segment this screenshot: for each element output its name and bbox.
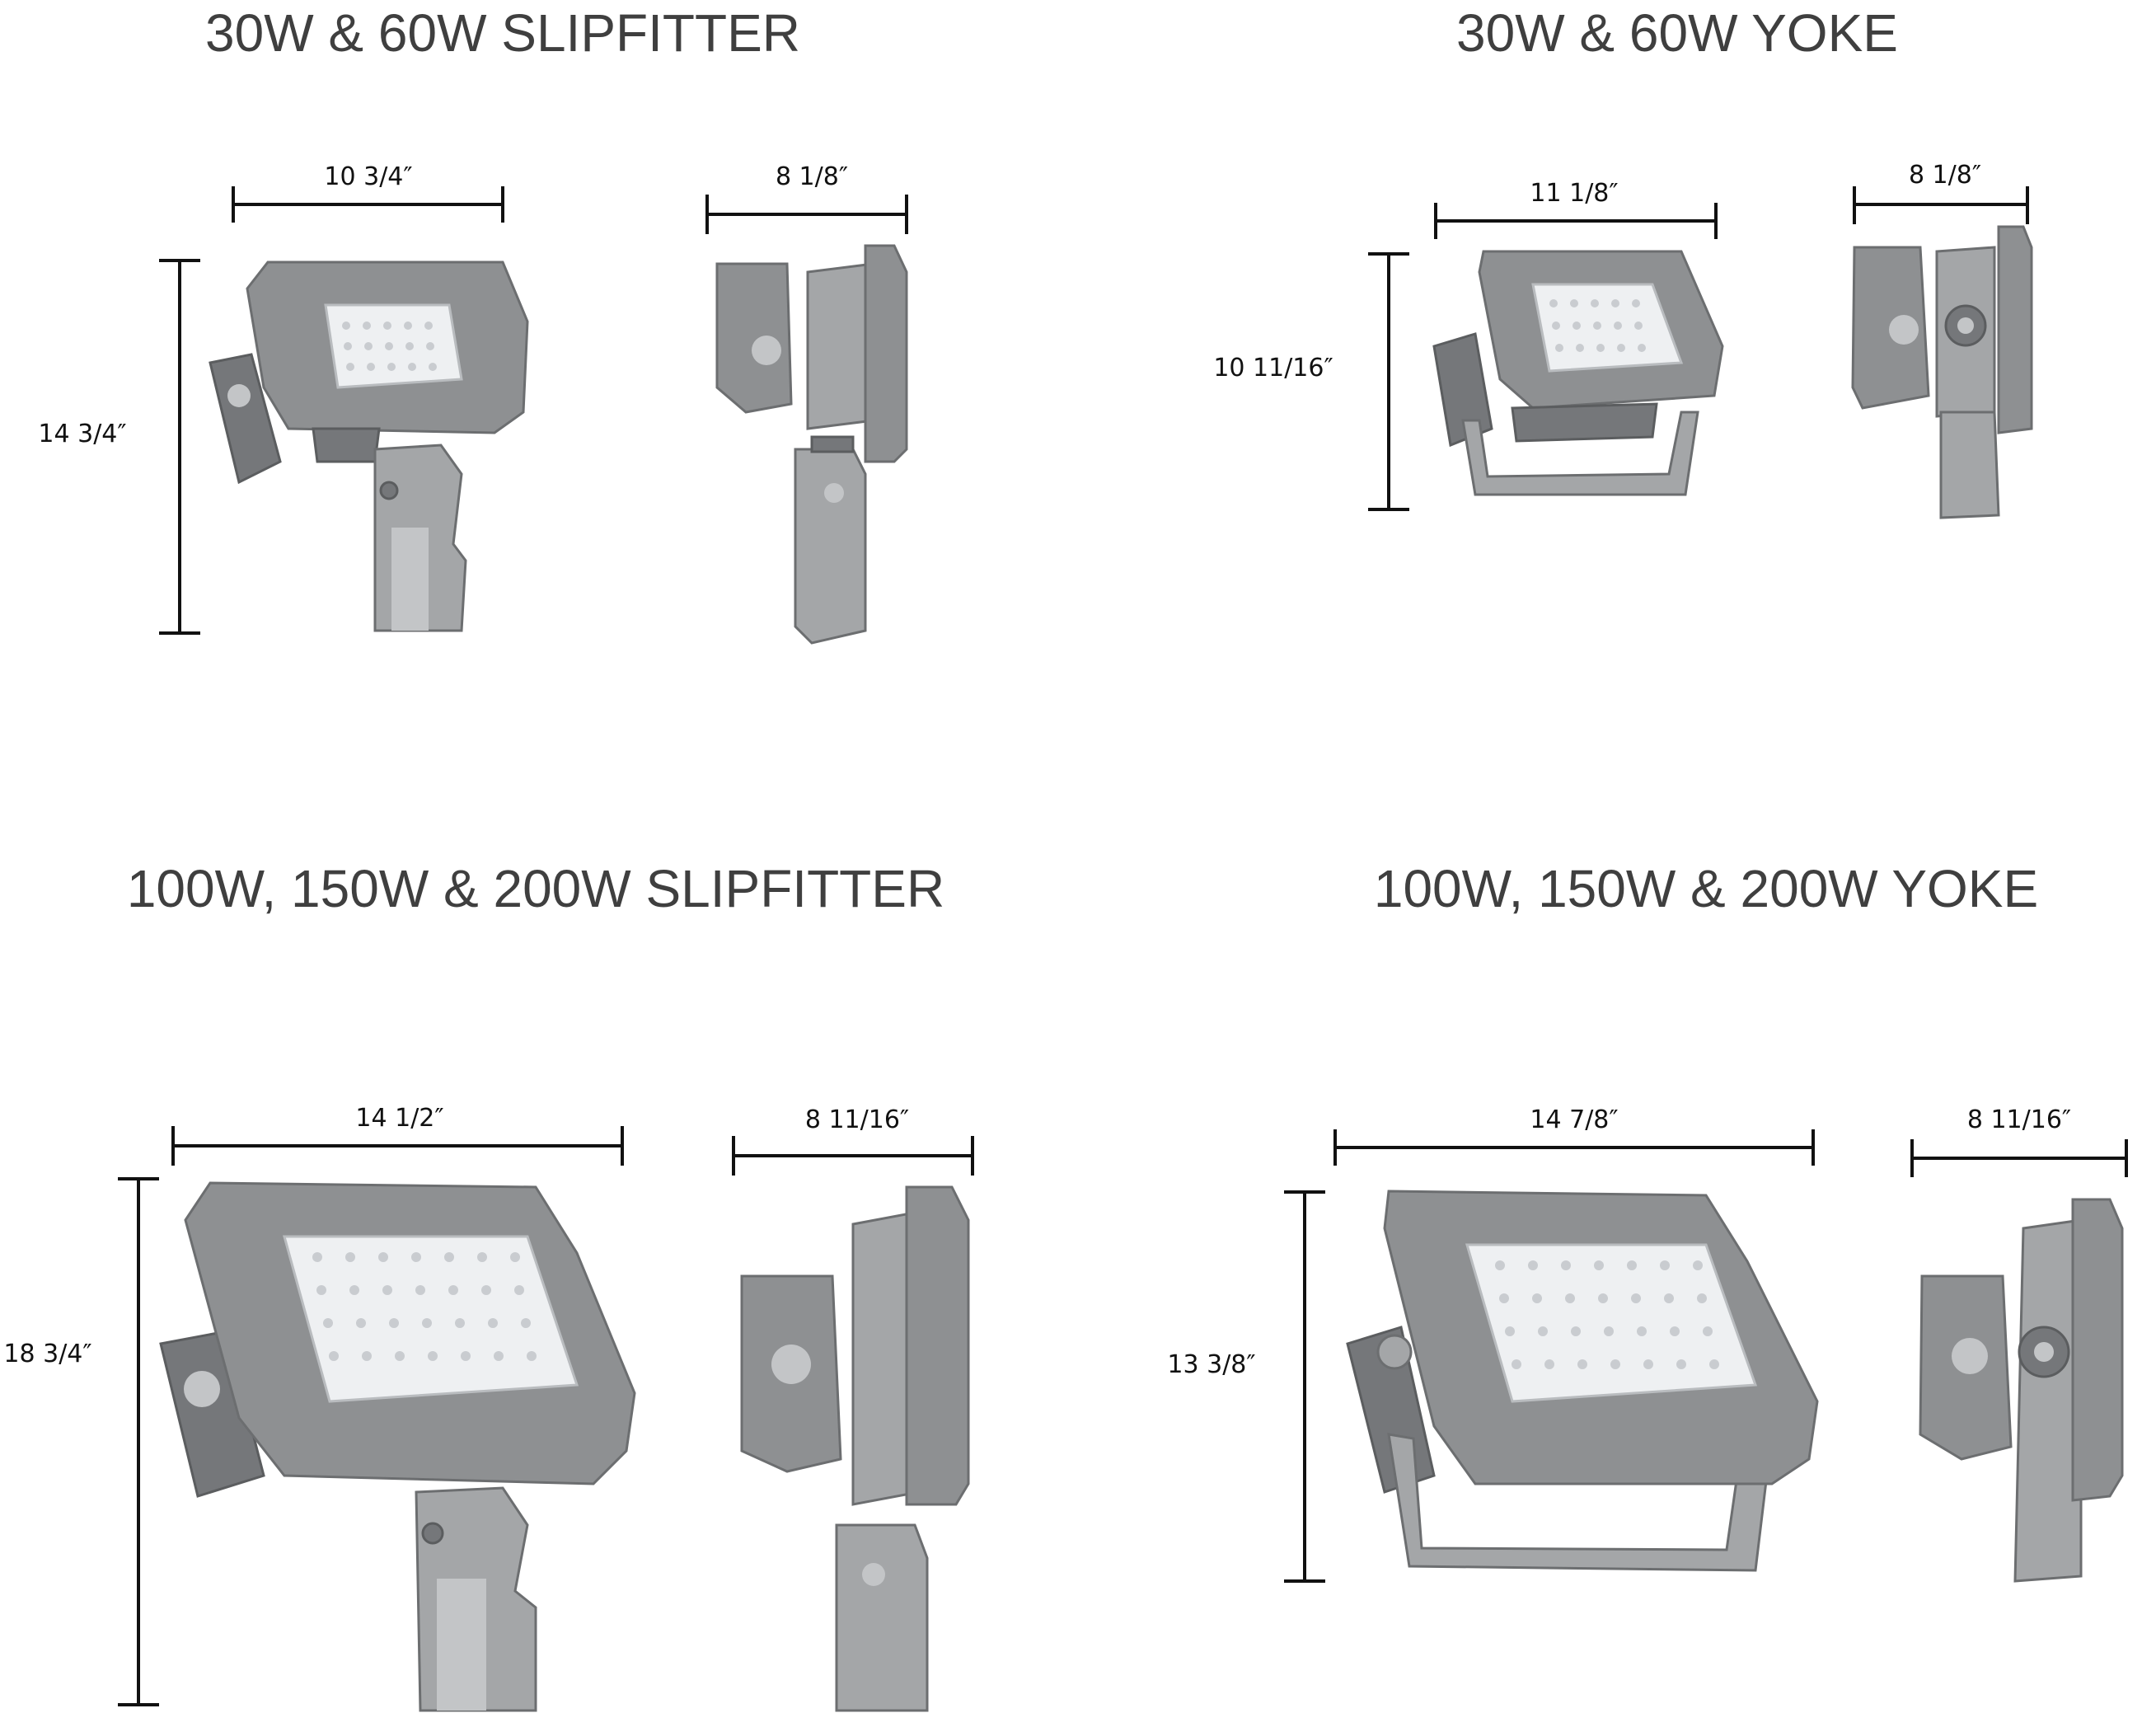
section-title: 30W & 60W YOKE — [1456, 3, 1898, 63]
front-width-label: 14 7/8″ — [1530, 1105, 1618, 1134]
dimension-height: 10 11/16″ — [1213, 252, 1409, 511]
front-width-label: 11 1/8″ — [1530, 179, 1618, 208]
dimension-front-width: 14 7/8″ — [1333, 1105, 1815, 1166]
section-30w-60w-slipfitter: 30W & 60W SLIPFITTER 10 3/4″ 14 3/4″ 8 1… — [38, 3, 908, 645]
section-title: 100W, 150W & 200W SLIPFITTER — [127, 859, 944, 918]
side-depth-label: 8 1/8″ — [776, 162, 848, 191]
height-label: 13 3/8″ — [1167, 1350, 1255, 1379]
dimension-side-depth: 8 11/16″ — [1910, 1105, 2128, 1177]
side-depth-label: 8 11/16″ — [1967, 1105, 2071, 1134]
fixture-side-view — [1851, 225, 2033, 519]
section-100w-150w-200w-slipfitter: 100W, 150W & 200W SLIPFITTER 14 1/2″ 18 … — [3, 859, 974, 1712]
section-30w-60w-yoke: 30W & 60W YOKE 11 1/8″ 10 11/16″ 8 1/8″ — [1213, 3, 2033, 519]
fixture-side-view — [740, 1185, 970, 1712]
height-label: 10 11/16″ — [1213, 354, 1333, 382]
side-depth-label: 8 11/16″ — [805, 1105, 909, 1134]
dimension-front-width: 14 1/2″ — [171, 1104, 624, 1166]
dimension-height: 18 3/4″ — [3, 1177, 159, 1706]
fixture-side-view — [715, 244, 908, 645]
side-depth-label: 8 1/8″ — [1909, 161, 1981, 190]
dimension-height: 13 3/8″ — [1167, 1190, 1325, 1583]
front-width-label: 14 1/2″ — [355, 1104, 443, 1133]
fixture-front-view — [159, 1181, 636, 1712]
fixture-side-view — [1919, 1198, 2124, 1583]
section-title: 100W, 150W & 200W YOKE — [1374, 859, 2038, 918]
front-width-label: 10 3/4″ — [324, 162, 412, 191]
fixture-front-view — [1432, 250, 1724, 496]
height-label: 14 3/4″ — [38, 420, 126, 448]
fixture-front-view — [1346, 1190, 1819, 1572]
dimension-front-width: 11 1/8″ — [1434, 179, 1718, 239]
section-title: 30W & 60W SLIPFITTER — [205, 3, 800, 63]
height-label: 18 3/4″ — [3, 1340, 91, 1368]
fixture-front-view — [209, 260, 529, 632]
dimension-height: 14 3/4″ — [38, 259, 200, 635]
dimension-side-depth: 8 1/8″ — [705, 162, 908, 234]
dimension-side-depth: 8 11/16″ — [732, 1105, 974, 1176]
section-100w-150w-200w-yoke: 100W, 150W & 200W YOKE 14 7/8″ 13 3/8″ 8… — [1167, 859, 2128, 1583]
dimension-front-width: 10 3/4″ — [232, 162, 504, 223]
dimension-side-depth: 8 1/8″ — [1853, 161, 2029, 224]
